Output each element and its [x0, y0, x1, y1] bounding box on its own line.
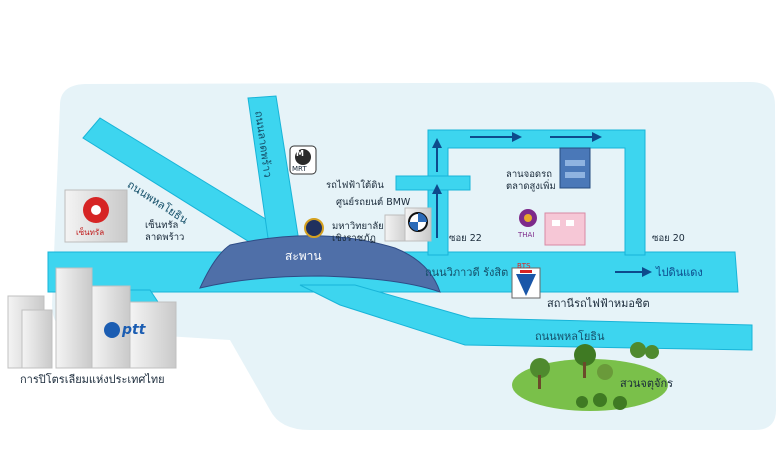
ptt-label: การปิโตรเลียมแห่งประเทศไทย — [20, 373, 165, 386]
mrt-logo-letter: M — [296, 149, 304, 158]
ptt-logo-icon — [104, 322, 120, 338]
road-cross — [395, 175, 471, 191]
university-seal-icon — [304, 218, 324, 238]
road-phahon-lower — [299, 284, 753, 351]
bts-station-label: สถานีรถไฟฟ้าหมอชิต — [547, 297, 650, 310]
central-label-line1: เซ็นทรัล — [145, 220, 179, 231]
central-label-line2: ลาดพร้าว — [145, 232, 185, 243]
bridge-label: สะพาน — [285, 249, 322, 263]
parking-building — [559, 147, 591, 189]
ptt-logo-text: ptt — [122, 322, 146, 338]
thai-building — [519, 209, 586, 246]
mrt-logo-icon — [289, 145, 317, 175]
direction-arrows — [432, 132, 652, 277]
parking-label-line1: ลานจอดรถ — [506, 169, 552, 180]
mrt-logo-text: MRT — [292, 165, 307, 173]
central-building — [64, 189, 128, 243]
university-label-line2: เชิงราชภัฏ — [332, 233, 376, 244]
soi-22-label: ซอย 22 — [449, 233, 482, 244]
bts-logo-icon — [511, 267, 541, 299]
soi-20-label: ซอย 20 — [652, 233, 685, 244]
road-vibhavadi-label: ถนนวิภาวดี รังสิต — [425, 266, 509, 279]
road-phahon-lower-label: ถนนพหลโยธิน — [535, 330, 605, 343]
to-din-daeng-label: ไปดินแดง — [656, 266, 703, 279]
bts-logo-text: BTS — [517, 262, 531, 270]
university-label-line1: มหาวิทยาลัย — [332, 221, 384, 232]
thai-logo-text: THAI — [518, 231, 535, 239]
bmw-building — [384, 207, 432, 242]
bmw-label: ศูนย์รถยนต์ BMW — [336, 197, 411, 208]
bridge — [199, 235, 441, 293]
road-loop — [427, 129, 646, 256]
ptt-buildings — [7, 267, 177, 369]
chatuchak-park-label: สวนจตุจักร — [620, 377, 674, 390]
mrt-label: รถไฟฟ้าใต้ดิน — [326, 180, 384, 191]
parking-label-line2: ตลาดสูงเพิ่ม — [506, 181, 556, 192]
central-logo-text: เซ็นทรัล — [76, 228, 105, 237]
chatuchak-park — [512, 342, 668, 411]
